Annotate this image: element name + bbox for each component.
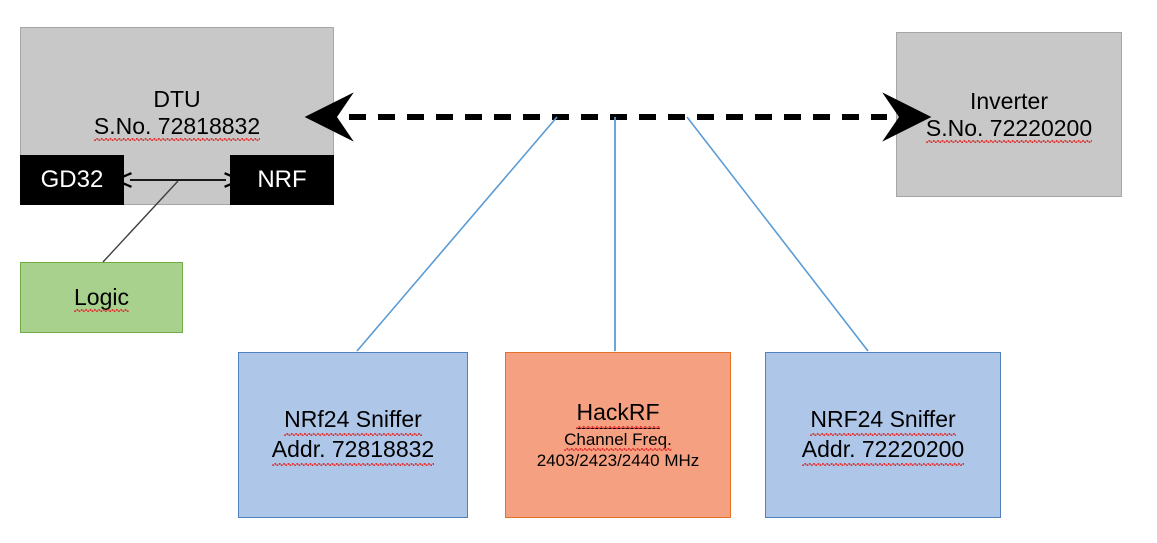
sniffer-left-label-text: NRf24 Sniffer — [284, 405, 422, 436]
sniffer-right-address-text: Addr. 72220200 — [801, 435, 965, 466]
logic-node[interactable]: Logic — [20, 262, 183, 333]
sniffer-right-node[interactable]: NRF24 Sniffer Addr. 72220200 — [765, 352, 1001, 518]
sniffer-left-address: Addr. 72818832 — [271, 435, 435, 466]
hackrf-label-text: HackRF — [576, 398, 660, 430]
inverter-serial: S.No. 72220200 — [925, 115, 1093, 144]
sniffer-left-node[interactable]: NRf24 Sniffer Addr. 72818832 — [238, 352, 468, 518]
dtu-serial-text: S.No. 72818832 — [93, 113, 261, 142]
gd32-label: GD32 — [40, 166, 104, 193]
sniffer-left-address-text: Addr. 72818832 — [271, 435, 435, 466]
inverter-node[interactable]: Inverter S.No. 72220200 — [896, 32, 1122, 197]
gd32-node[interactable]: GD32 — [20, 155, 124, 205]
hackrf-node[interactable]: HackRF Channel Freq. 2403/2423/2440 MHz — [505, 352, 731, 518]
sniffer-right-label: NRF24 Sniffer — [810, 405, 956, 436]
inverter-serial-text: S.No. 72220200 — [925, 115, 1093, 144]
sniffer-right-label-text: NRF24 Sniffer — [810, 405, 956, 436]
dtu-label: DTU — [153, 86, 201, 112]
hackrf-sublabel: Channel Freq. — [564, 429, 672, 452]
hackrf-frequencies: 2403/2423/2440 MHz — [536, 451, 700, 471]
sniffer-right-tap — [686, 116, 869, 352]
hackrf-sublabel-text: Channel Freq. — [564, 430, 672, 452]
nrf-node[interactable]: NRF — [230, 155, 334, 205]
inverter-label: Inverter — [970, 88, 1048, 114]
sniffer-left-tap — [356, 116, 558, 352]
hackrf-label: HackRF — [576, 398, 660, 430]
dtu-serial: S.No. 72818832 — [93, 113, 261, 142]
sniffer-right-address: Addr. 72220200 — [801, 435, 965, 466]
sniffer-left-label: NRf24 Sniffer — [284, 405, 422, 436]
logic-label-text: Logic — [74, 283, 129, 313]
nrf-label: NRF — [257, 166, 307, 193]
logic-label: Logic — [74, 283, 129, 313]
